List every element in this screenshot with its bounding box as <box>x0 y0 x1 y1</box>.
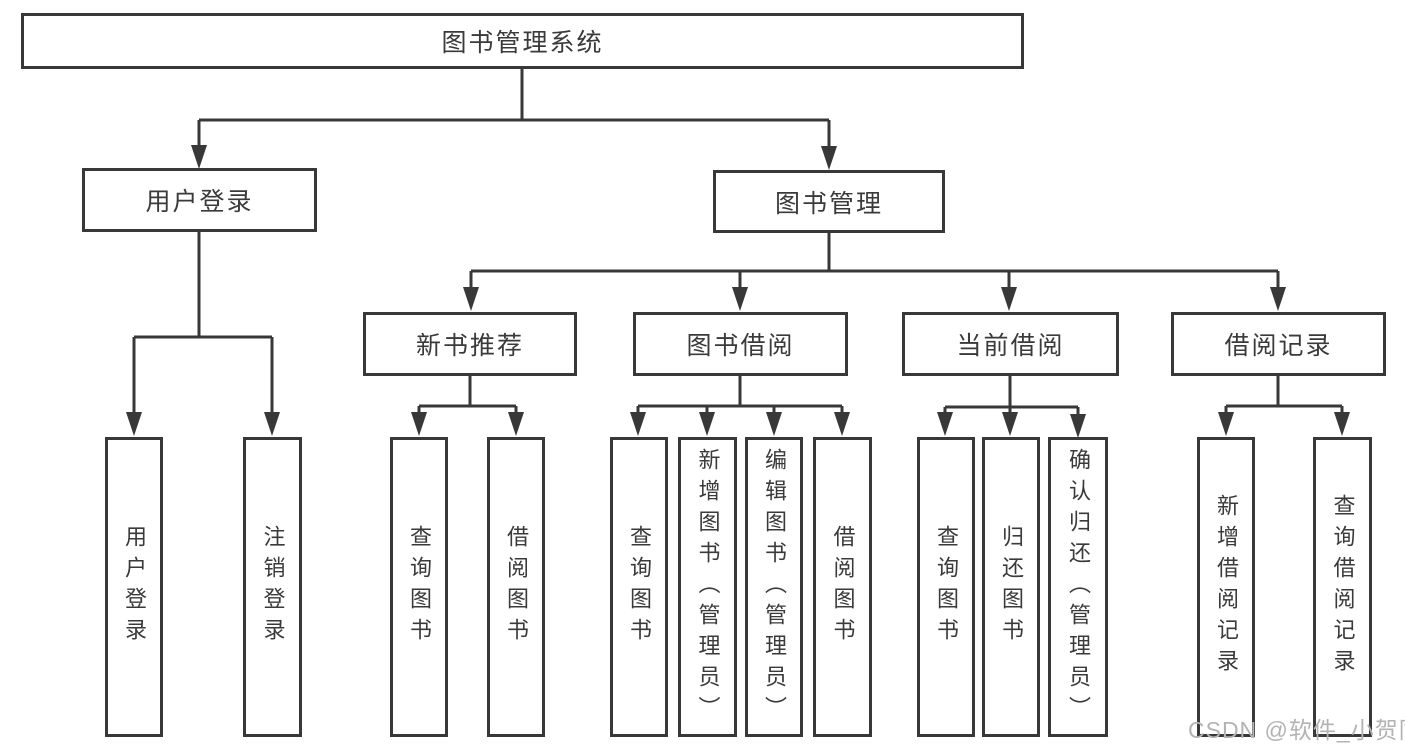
arrow-down-icon <box>508 412 524 436</box>
arrow-down-icon <box>126 412 142 436</box>
leaf-logout: 注销登录 <box>243 437 302 737</box>
arrow-down-icon <box>411 412 427 436</box>
arrow-down-icon <box>1002 412 1018 436</box>
arrow-down-icon <box>264 412 280 436</box>
connector-borrowing-records <box>1218 376 1350 436</box>
node-new-book-recommendation: 新书推荐 <box>363 312 577 376</box>
arrow-down-icon <box>1270 287 1286 311</box>
node-root-system: 图书管理系统 <box>21 13 1024 69</box>
connector-current-borrowing <box>937 376 1086 438</box>
arrow-down-icon <box>766 412 782 436</box>
leaf-return-books: 归还图书 <box>982 437 1040 737</box>
arrow-down-icon <box>1001 287 1017 311</box>
node-current-borrowing: 当前借阅 <box>902 312 1119 376</box>
arrow-down-icon <box>630 412 646 436</box>
leaf-query-books-current: 查询图书 <box>917 437 975 737</box>
leaf-add-books-admin: 新增图书（管理员） <box>678 437 737 737</box>
leaf-add-borrow-record: 新增借阅记录 <box>1197 437 1255 737</box>
leaf-borrow-books-recommend: 借阅图书 <box>487 437 545 737</box>
leaf-borrow-books-borrow: 借阅图书 <box>813 437 872 737</box>
leaf-query-borrow-record: 查询借阅记录 <box>1313 437 1372 737</box>
arrow-down-icon <box>699 412 715 436</box>
leaf-user-login: 用户登录 <box>105 437 163 737</box>
node-book-borrowing: 图书借阅 <box>633 312 848 376</box>
watermark: CSDN @软件_小贺同学 <box>1188 717 1405 743</box>
leaf-edit-books-admin: 编辑图书（管理员） <box>745 437 803 737</box>
arrow-down-icon <box>937 412 953 436</box>
arrow-down-icon <box>834 412 850 436</box>
connector-book-borrowing <box>630 376 850 436</box>
arrow-down-icon <box>732 287 748 311</box>
connector-root <box>191 69 837 170</box>
connector-new-book-recommendation <box>411 376 524 436</box>
arrow-down-icon <box>1070 414 1086 438</box>
arrow-down-icon <box>821 146 837 170</box>
arrow-down-icon <box>191 145 207 169</box>
connector-user-login <box>126 232 280 436</box>
arrow-down-icon <box>1334 412 1350 436</box>
node-borrowing-records: 借阅记录 <box>1171 312 1386 376</box>
leaf-query-books-borrow: 查询图书 <box>610 437 668 737</box>
arrow-down-icon <box>1218 412 1234 436</box>
node-book-management: 图书管理 <box>713 170 945 233</box>
node-user-login: 用户登录 <box>82 168 317 232</box>
leaf-confirm-return-admin: 确认归还（管理员） <box>1048 437 1108 737</box>
connector-book-management <box>463 233 1286 311</box>
arrow-down-icon <box>463 287 479 311</box>
leaf-query-books-recommend: 查询图书 <box>390 437 448 737</box>
